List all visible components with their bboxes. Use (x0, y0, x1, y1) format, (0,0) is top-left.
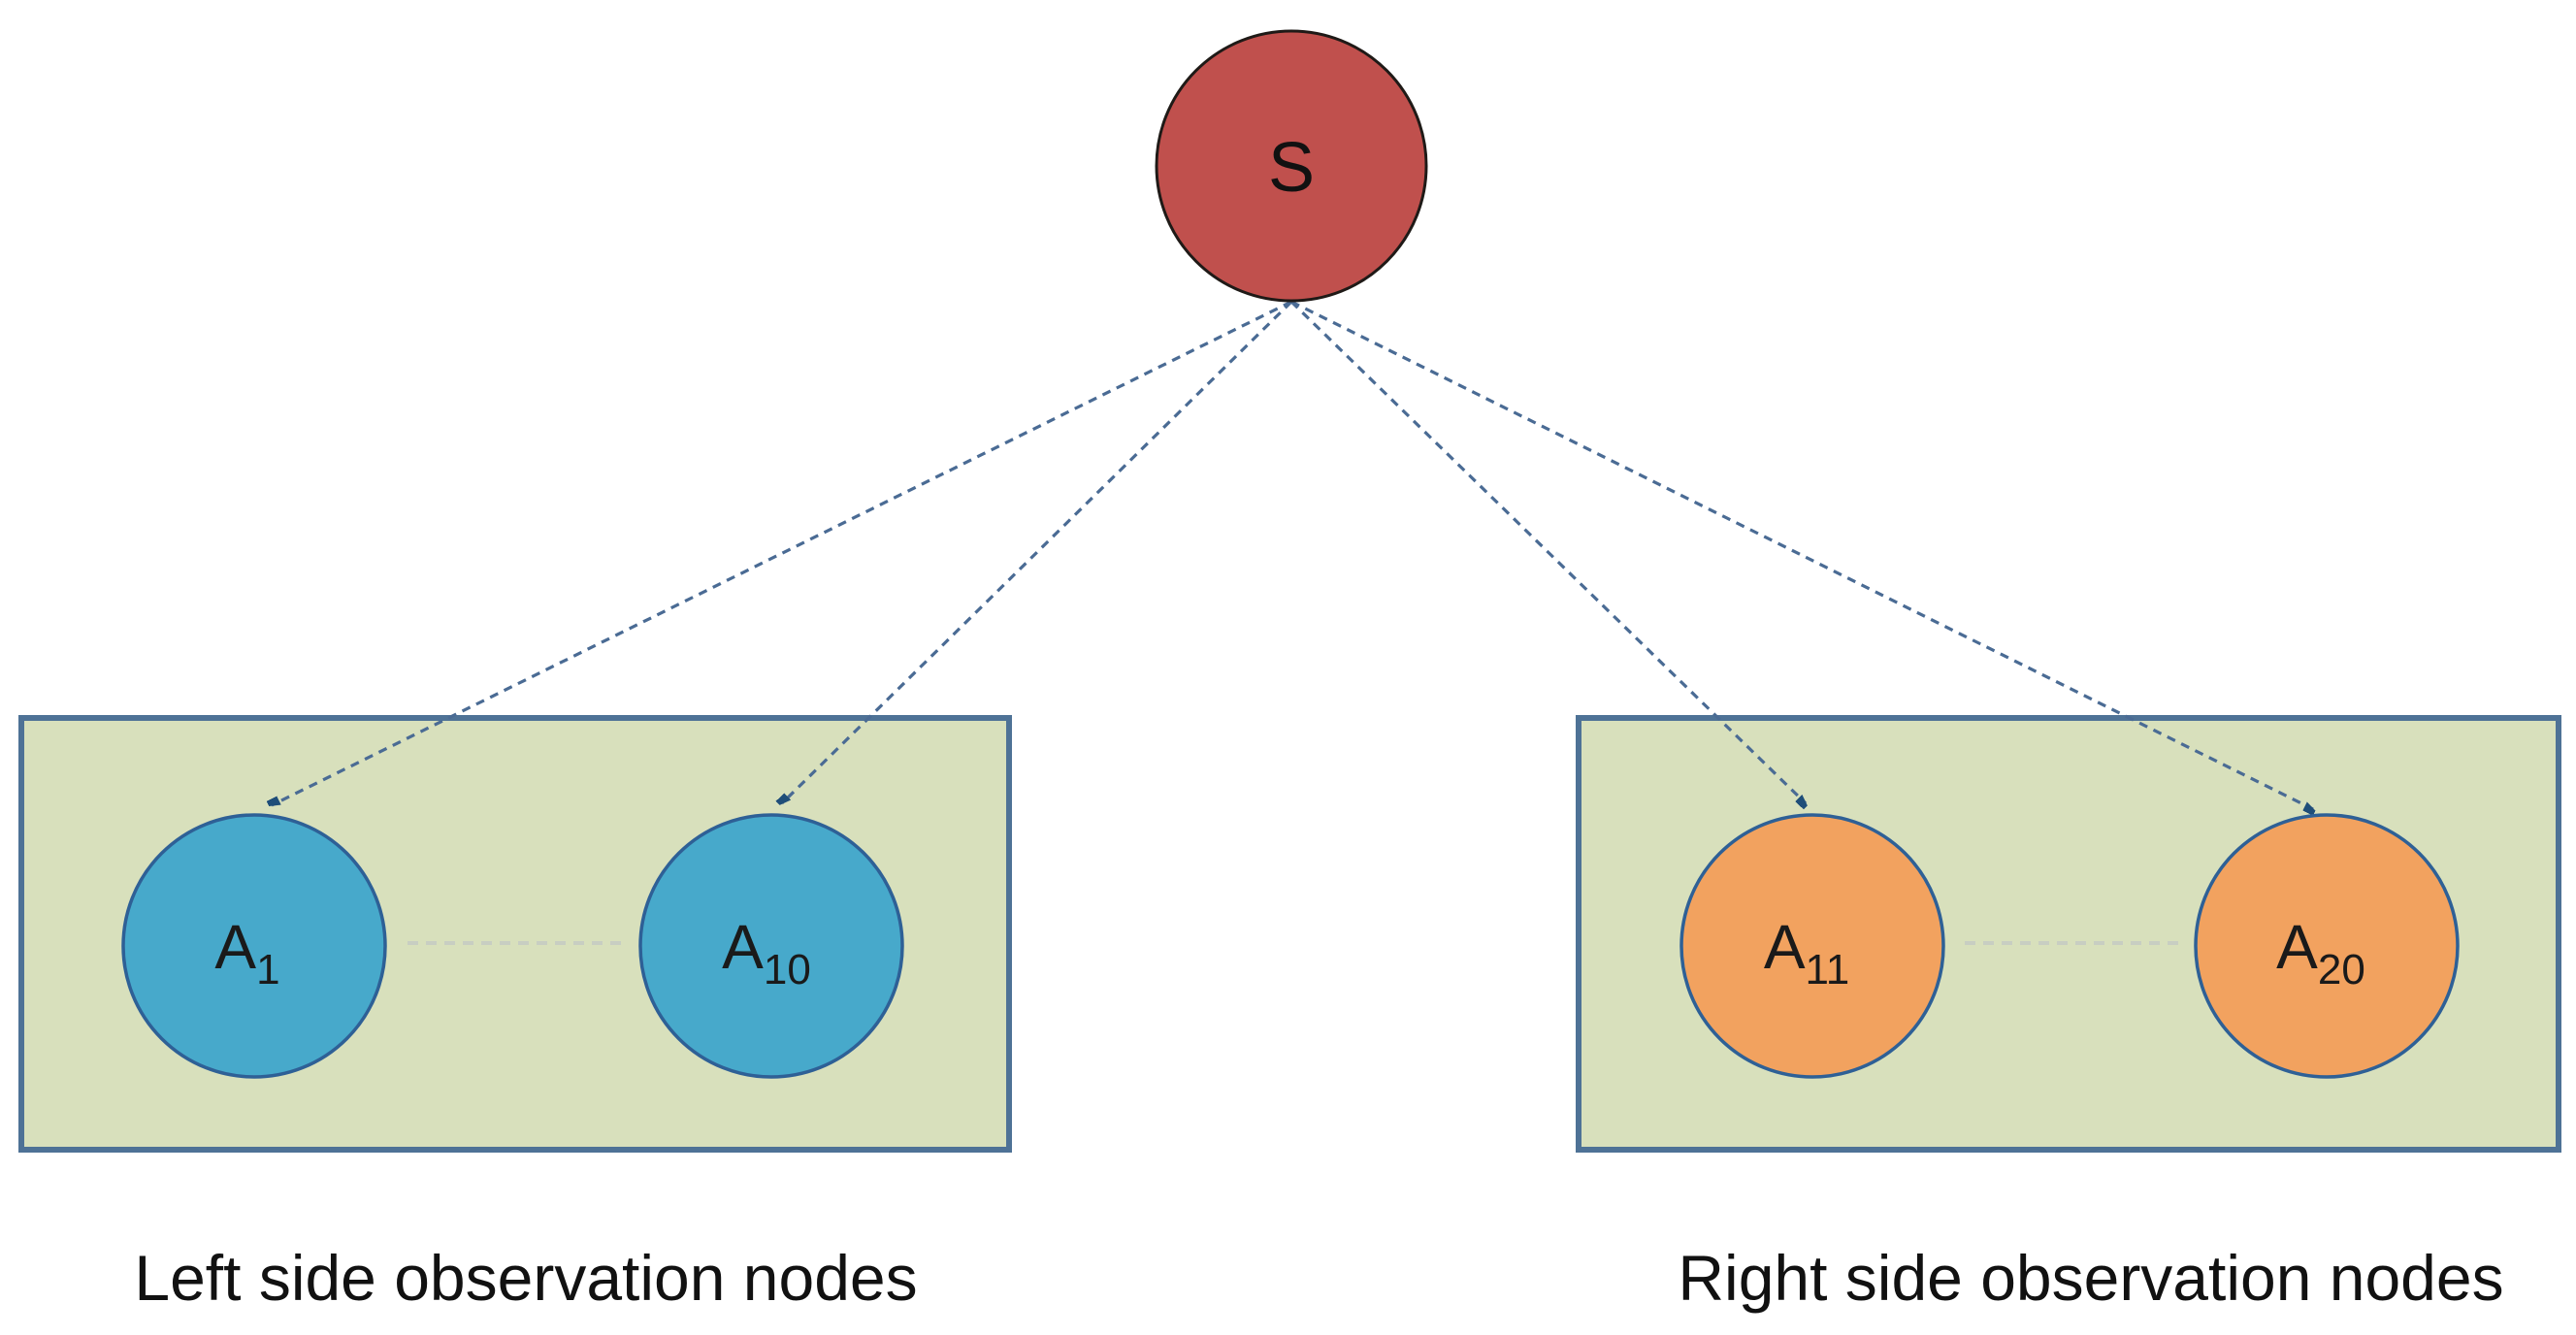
node-a10-subscript: 10 (764, 946, 811, 993)
node-a10-label: A10 (722, 912, 811, 993)
node-a11-subscript: 11 (1806, 946, 1850, 993)
node-a1 (121, 813, 387, 1079)
edge-s-to-a11 (1289, 300, 1806, 803)
edge-s-to-a1 (272, 300, 1292, 805)
node-a20-subscript: 20 (2318, 946, 2365, 993)
edge-s-to-a20 (1290, 300, 2313, 809)
node-a11-base: A (1764, 912, 1806, 982)
node-a10 (638, 813, 904, 1079)
caption-left: Left side observation nodes (134, 1242, 917, 1314)
node-a10-base: A (722, 912, 764, 982)
node-a20 (2194, 813, 2460, 1079)
root-node-s (1155, 29, 1428, 303)
node-a11 (1679, 813, 1945, 1079)
node-a1-base: A (214, 912, 256, 982)
node-a1-label: A1 (214, 912, 279, 993)
root-node-label: S (1268, 129, 1315, 207)
node-a11-label: A11 (1764, 912, 1849, 993)
edge-s-to-a10 (782, 300, 1293, 803)
node-a1-subscript: 1 (256, 946, 279, 993)
node-a20-label: A20 (2276, 912, 2365, 993)
node-a20-base: A (2276, 912, 2318, 982)
caption-right: Right side observation nodes (1678, 1242, 2503, 1314)
